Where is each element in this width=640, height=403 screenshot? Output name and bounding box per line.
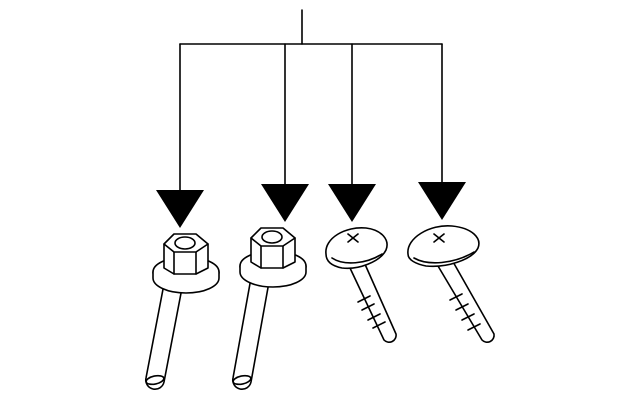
leader-lines [179, 9, 443, 193]
flange-bolt-1 [144, 233, 220, 391]
phillips-screw-2 [407, 225, 495, 344]
arrowheads [156, 182, 466, 228]
arrowhead-1 [156, 190, 204, 228]
flange-bolt-2 [231, 227, 307, 391]
arrowhead-3 [328, 184, 376, 222]
arrowhead-2 [261, 184, 309, 222]
arrowhead-4 [418, 182, 466, 220]
phillips-screw-1 [325, 227, 397, 344]
